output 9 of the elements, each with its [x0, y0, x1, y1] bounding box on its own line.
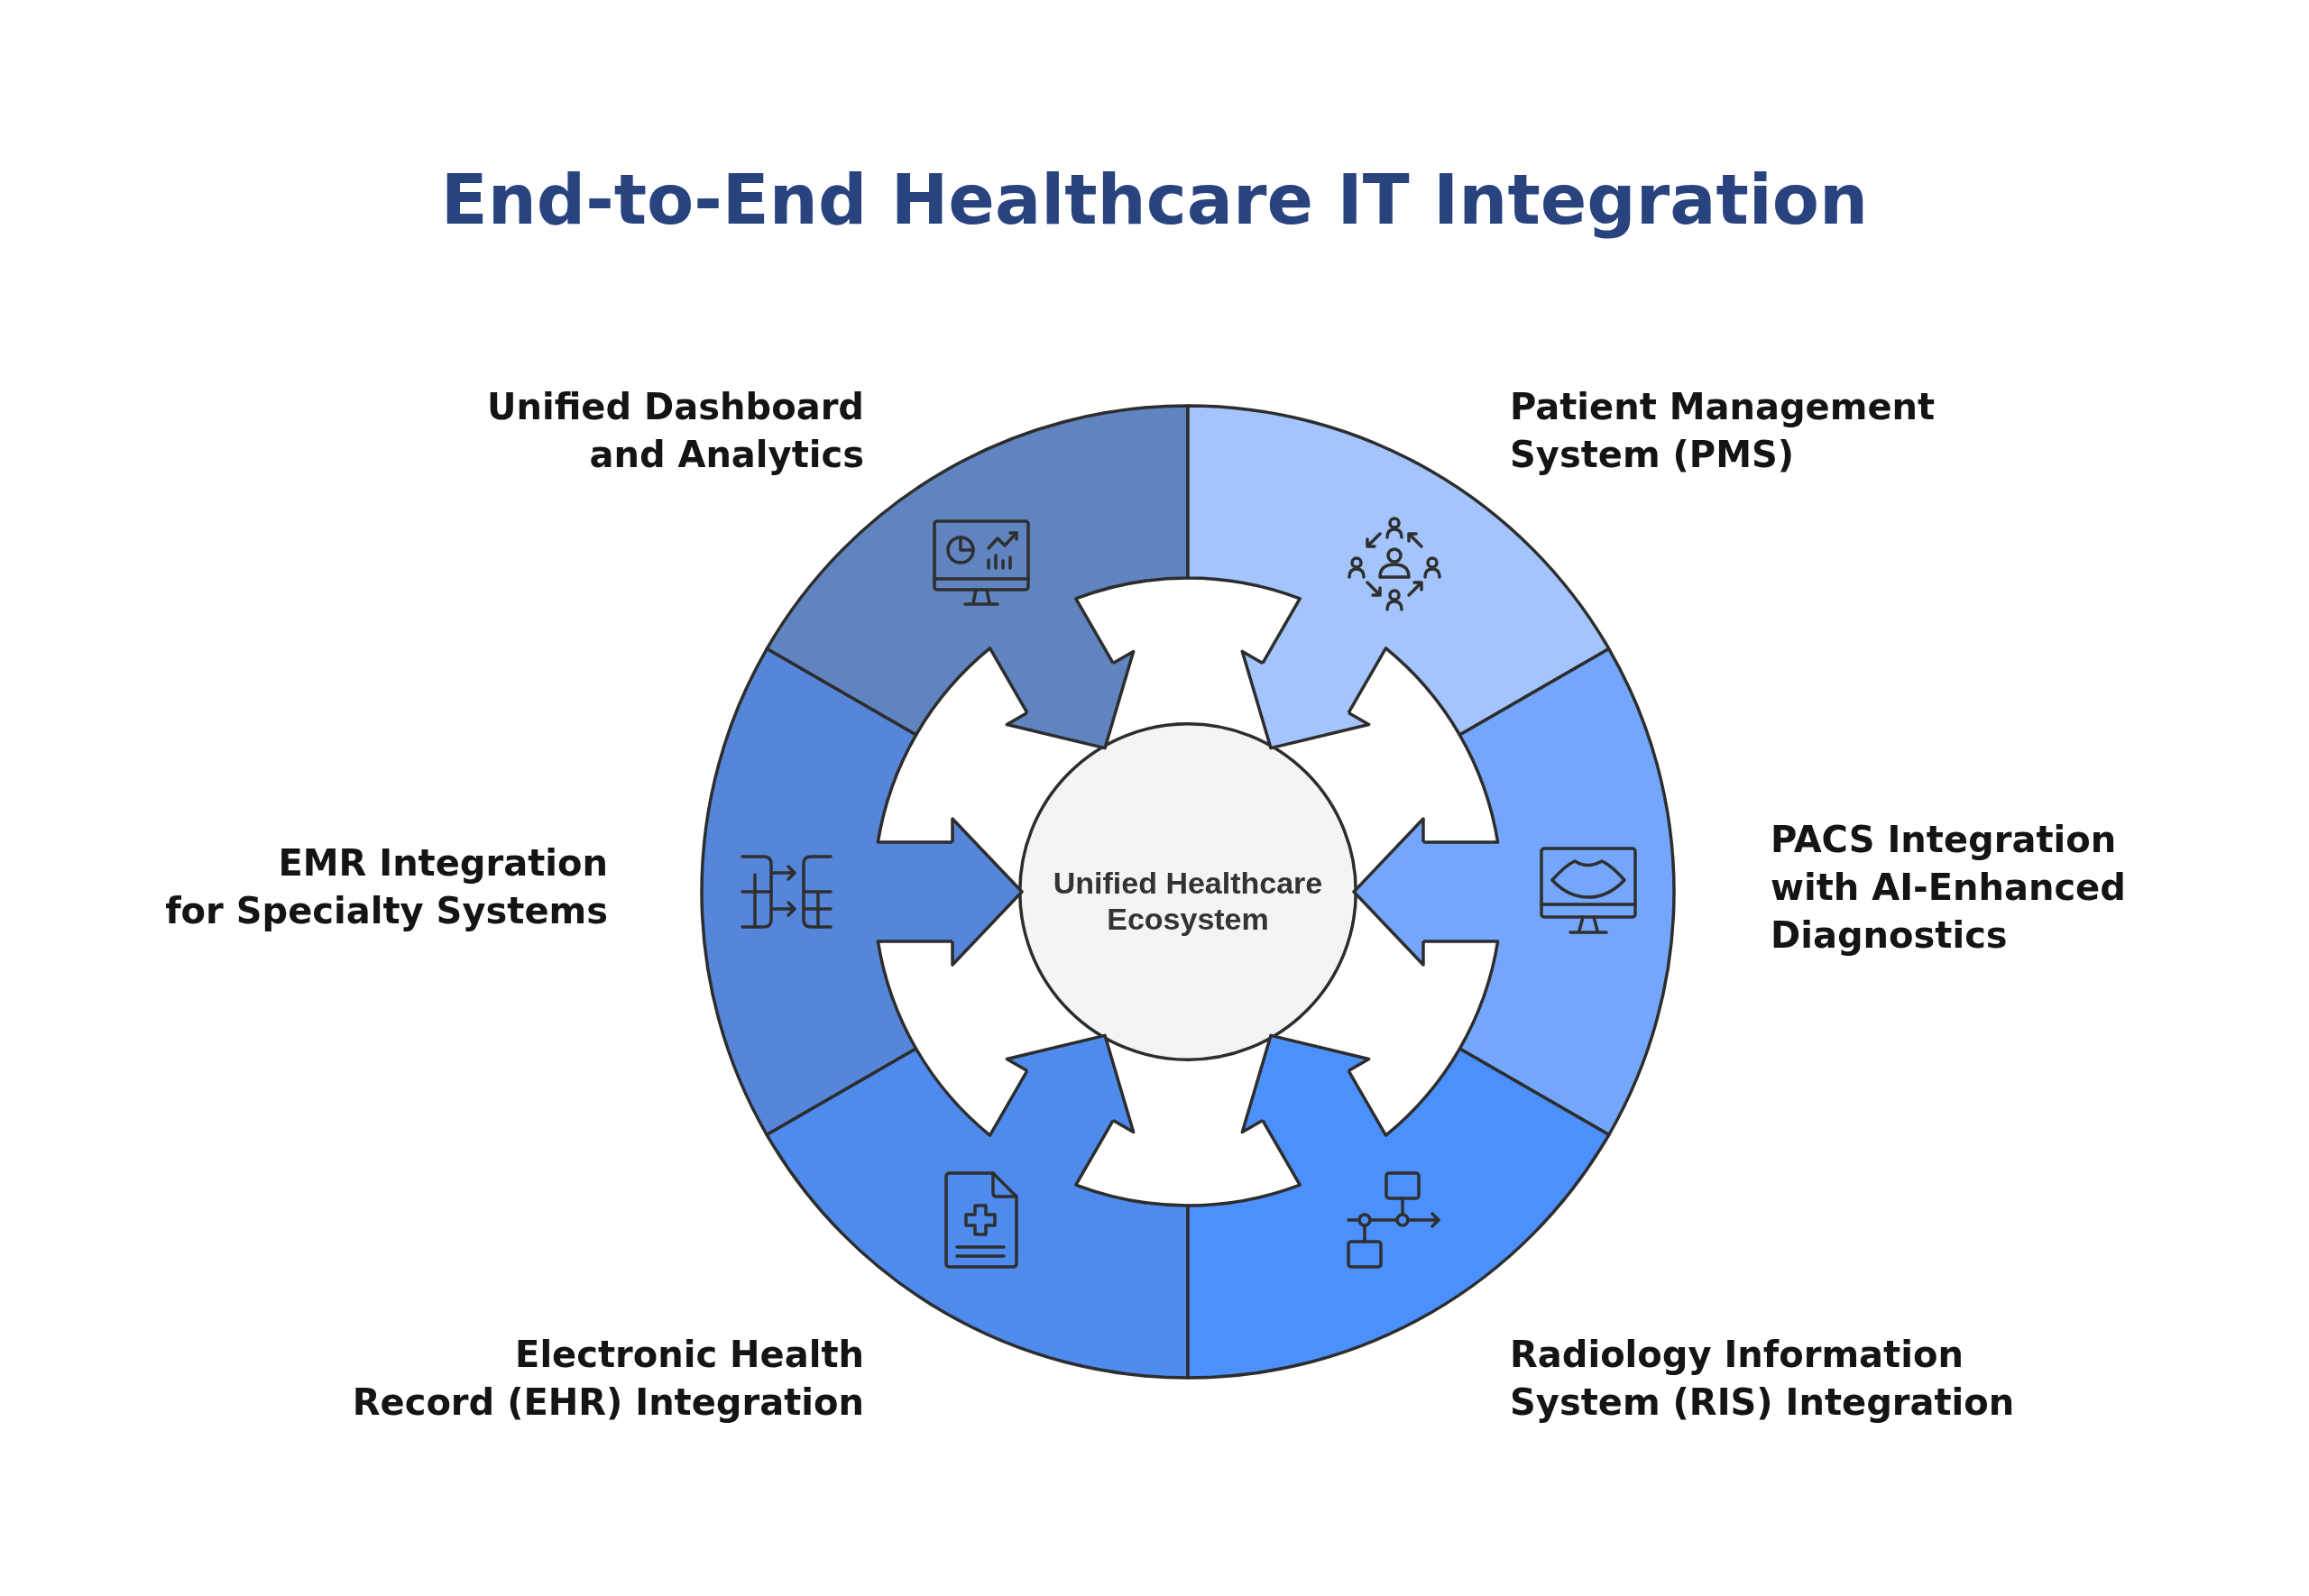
segment-label: Electronic Health Record (EHR) Integration	[352, 1333, 864, 1425]
segment-label: PACS Integration with AI-Enhanced Diagnostics	[1771, 818, 2126, 958]
segment-label: EMR Integration for Specialty Systems	[165, 841, 608, 933]
hub-circle	[1018, 722, 1357, 1061]
segment-label: Unified Dashboard and Analytics	[487, 385, 864, 477]
segment-label: Radiology Information System (RIS) Integration	[1510, 1333, 2015, 1425]
diagram-title: End-to-End Healthcare IT Integration	[440, 159, 1869, 242]
hub-label: Unified Healthcare Ecosystem	[1053, 865, 1323, 937]
segment-label: Patient Management System (PMS)	[1510, 385, 1936, 477]
